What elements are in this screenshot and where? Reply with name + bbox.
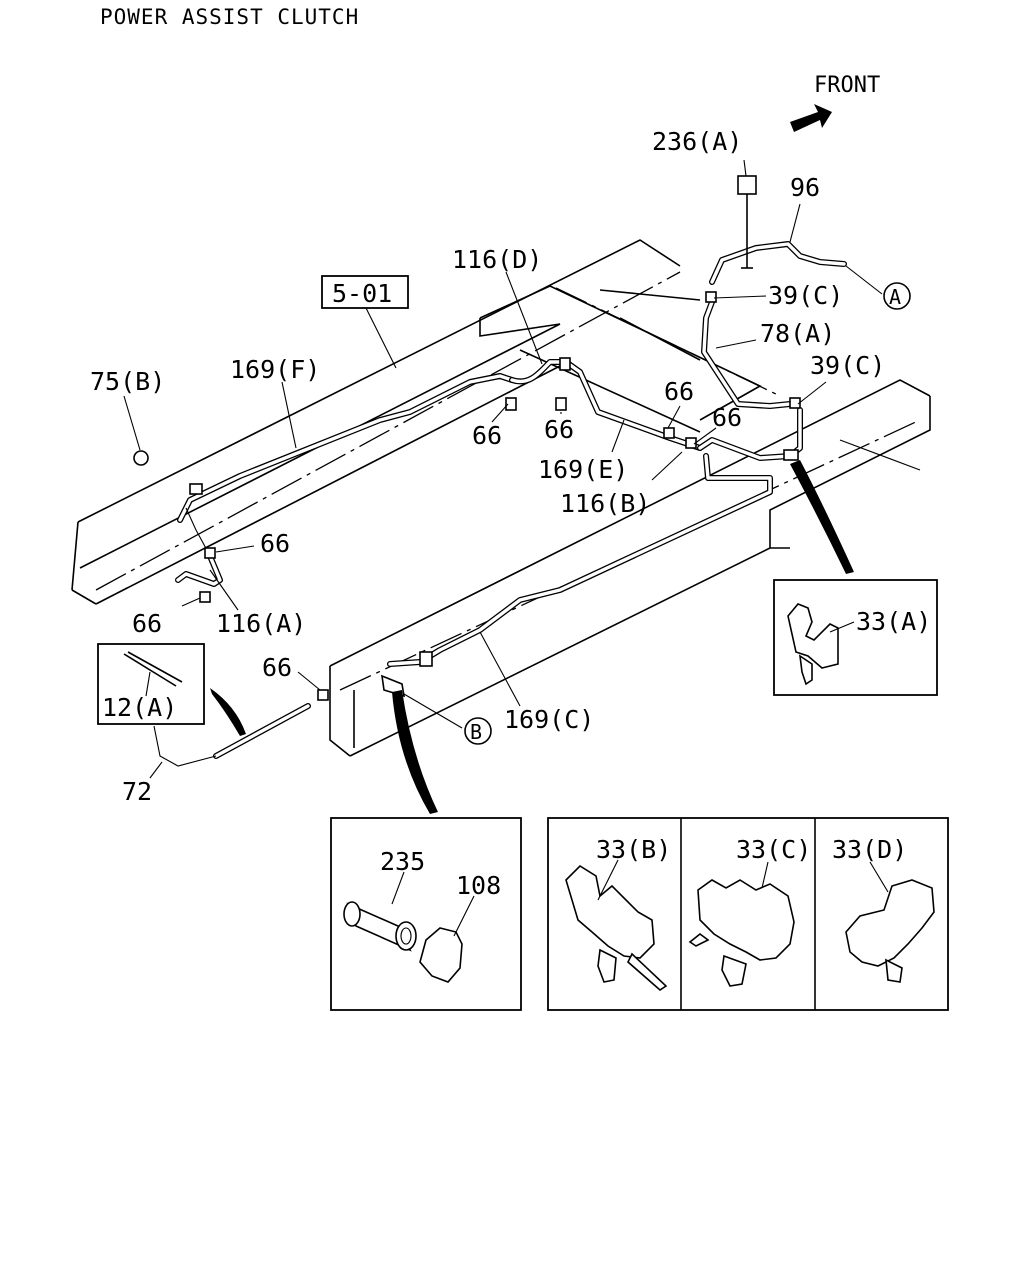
callout-33c: 33(C): [736, 835, 811, 864]
leader-lines: [123, 159, 883, 729]
callout-96: 96: [790, 173, 820, 202]
callout-75b: 75(B): [90, 367, 165, 396]
callout-12a: 12(A): [102, 693, 177, 722]
ref-box-label: 5-01: [332, 279, 392, 308]
callout-66-c: 66: [664, 377, 694, 406]
callout-33a: 33(A): [856, 607, 931, 636]
callout-235: 235: [380, 847, 425, 876]
detail-33a: 33(A): [773, 579, 938, 696]
marker-b-label: B: [470, 720, 482, 744]
marker-b: [464, 717, 492, 745]
callout-236a: 236(A): [652, 127, 742, 156]
callout-169f: 169(F): [230, 355, 320, 384]
callout-66-e: 66: [260, 529, 290, 558]
pointer-33a: [790, 460, 854, 574]
inset-12a: [97, 643, 205, 725]
pointer-235: [392, 690, 438, 814]
front-arrow-icon: [790, 104, 832, 132]
callouts: 236(A) 96 39(C) 78(A) 39(C) 116(D) 169(F…: [90, 127, 885, 734]
detail-235-108: 235 108: [330, 817, 522, 1011]
callout-169e: 169(E): [538, 455, 628, 484]
callout-39c-top: 39(C): [768, 281, 843, 310]
clutch-pipes: [175, 241, 847, 667]
callout-116b: 116(B): [560, 489, 650, 518]
callout-39c-mid: 39(C): [810, 351, 885, 380]
ref-box: [321, 275, 409, 309]
diagram-title: POWER ASSIST CLUTCH: [100, 5, 359, 29]
callout-116a: 116(A): [216, 609, 306, 638]
callout-66-f: 66: [132, 609, 162, 638]
callout-33b: 33(B): [596, 835, 671, 864]
callout-66-b: 66: [544, 415, 574, 444]
detail-33bcd: 33(B) 33(C) 33(D): [547, 817, 949, 1011]
marker-a-label: A: [889, 285, 901, 309]
callout-169c: 169(C): [504, 705, 594, 734]
callout-72: 72: [122, 777, 152, 806]
marker-a: [883, 282, 911, 310]
callout-78a: 78(A): [760, 319, 835, 348]
callout-66-a: 66: [472, 421, 502, 450]
callout-33d: 33(D): [832, 835, 907, 864]
front-label: FRONT: [814, 73, 880, 98]
callout-108: 108: [456, 871, 501, 900]
callout-116d: 116(D): [452, 245, 542, 274]
callout-66-d: 66: [712, 403, 742, 432]
callout-66-g: 66: [262, 653, 292, 682]
